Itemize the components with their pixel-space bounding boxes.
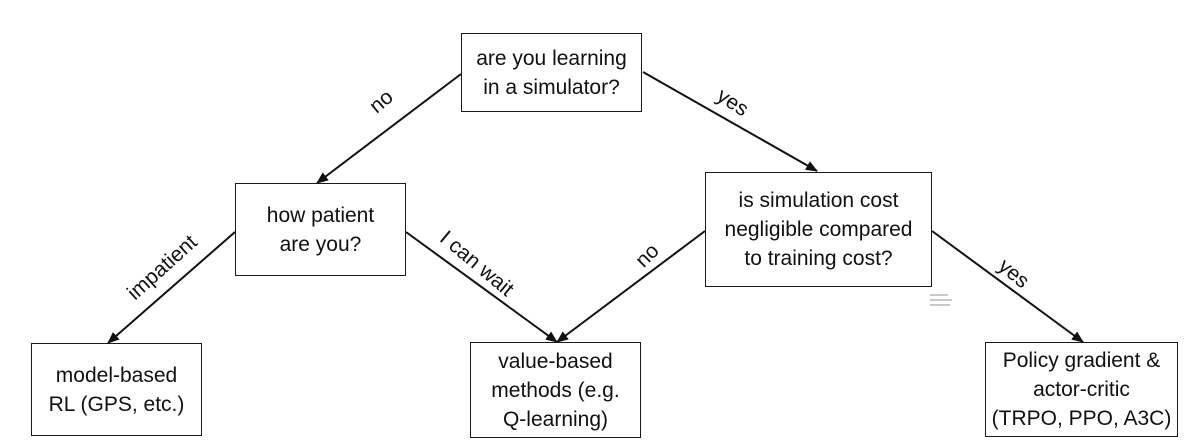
node-text-line: is simulation cost [738, 189, 899, 212]
edge-patient-impatient [107, 231, 236, 344]
node-text-line: methods (e.g. [491, 378, 620, 402]
edge-simcost-no [556, 230, 706, 343]
edge-root-yes [642, 71, 818, 172]
node-model-based-rl: model-based RL (GPS, etc.) [31, 343, 202, 436]
edge-root-no [316, 73, 462, 184]
node-text-line: Q-learning) [502, 407, 609, 431]
node-text-line: (TRPO, PPO, A3C) [991, 407, 1172, 430]
node-learning-in-simulator: are you learning in a simulator? [461, 33, 642, 112]
node-value-based-methods: value-based methods (e.g. Q-learning) [470, 342, 641, 438]
node-text-line: negligible compared [724, 218, 913, 241]
node-policy-gradient: Policy gradient & actor-critic (TRPO, PP… [985, 342, 1178, 437]
node-text-line: how patient [266, 203, 375, 227]
node-how-patient: how patient are you? [235, 183, 406, 276]
node-text-line: in a simulator? [483, 75, 620, 99]
faint-scan-artifact [930, 294, 956, 314]
node-text-line: are you? [279, 232, 362, 256]
node-text-line: are you learning [476, 46, 627, 70]
node-text-line: to training cost? [744, 247, 893, 270]
node-simulation-cost: is simulation cost negligible compared t… [705, 172, 932, 287]
edge-simcost-yes [931, 230, 1084, 343]
node-text-line: actor-critic [1033, 378, 1130, 401]
node-text-line: Policy gradient & [1002, 349, 1161, 372]
node-text-line: value-based [498, 349, 613, 373]
edge-patient-wait [405, 231, 558, 343]
node-text-line: model-based [55, 363, 178, 387]
node-text-line: RL (GPS, etc.) [48, 392, 185, 416]
